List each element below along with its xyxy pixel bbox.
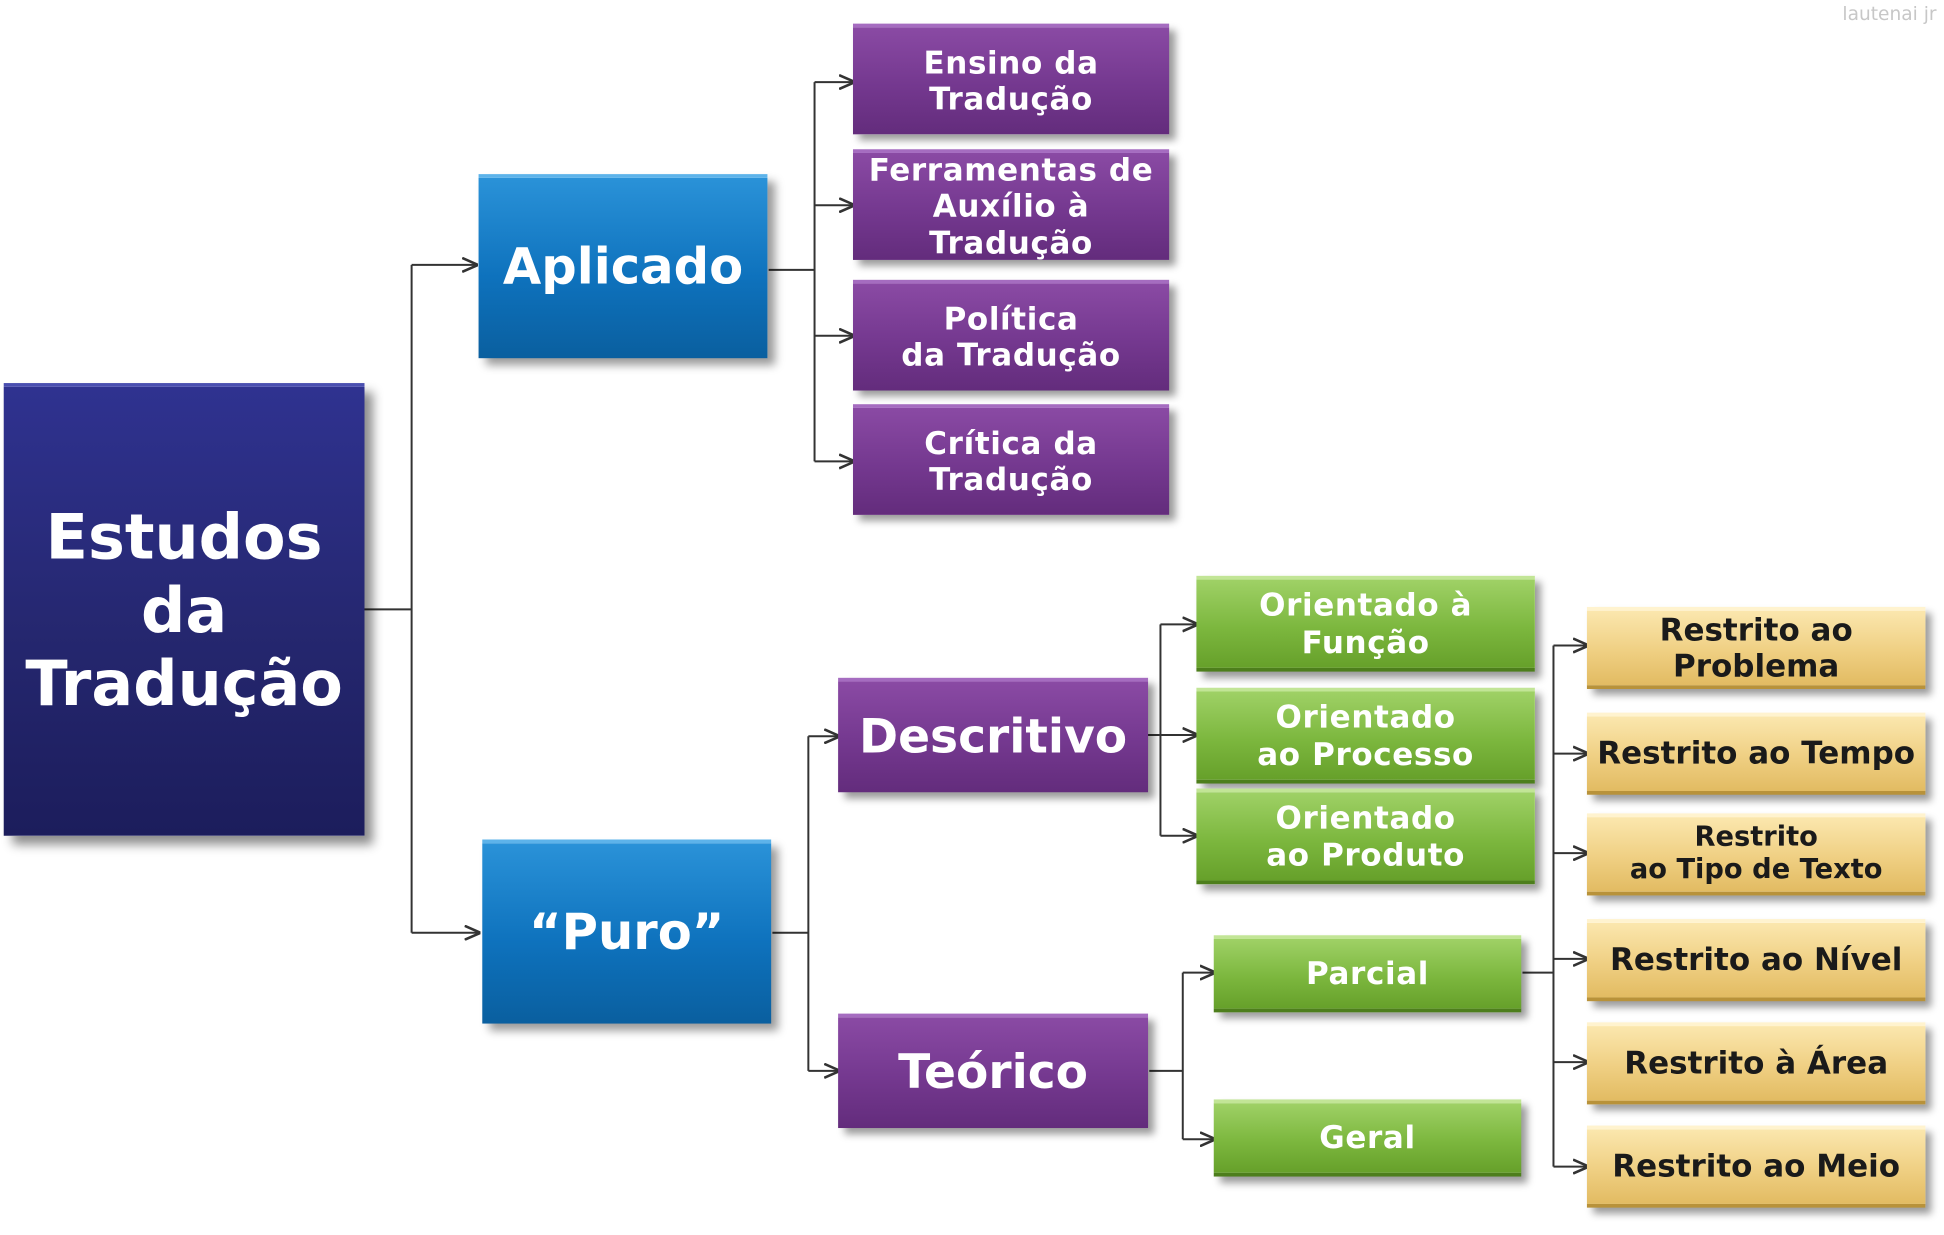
node-politica-da-traducao: Política da Tradução <box>852 279 1170 391</box>
node-teorico: Teórico <box>838 1013 1149 1129</box>
connector-parcial-trunk <box>1522 645 1555 1167</box>
node-ferramentas-de-auxilio: Ferramentas de Auxílio à Tradução <box>852 149 1170 261</box>
node-parcial: Parcial <box>1213 935 1522 1013</box>
node-orientado-ao-processo: Orientado ao Processo <box>1196 687 1535 784</box>
node-restrito-ao-tempo: Restrito ao Tempo <box>1586 712 1926 795</box>
credit-text: lautenai jr <box>1842 2 1937 25</box>
node-restrito-ao-nivel: Restrito ao Nível <box>1586 919 1926 1002</box>
connector-teorico-trunk <box>1149 972 1184 1140</box>
node-estudos-da-traducao: Estudos da Tradução <box>3 383 365 836</box>
node-restrito-ao-problema: Restrito ao Problema <box>1586 606 1926 690</box>
node-orientado-a-funcao: Orientado à Função <box>1196 575 1535 672</box>
node-restrito-ao-meio: Restrito ao Meio <box>1586 1125 1926 1208</box>
node-ensino-da-traducao: Ensino da Tradução <box>852 23 1170 135</box>
node-restrito-a-area: Restrito à Área <box>1586 1022 1926 1105</box>
node-puro: “Puro” <box>482 839 772 1024</box>
node-critica-da-traducao: Crítica da Tradução <box>852 404 1170 515</box>
connector-puro-trunk <box>772 736 810 1071</box>
node-aplicado: Aplicado <box>478 174 768 359</box>
connector-aplicado-trunk <box>768 82 816 462</box>
node-descritivo: Descritivo <box>838 677 1149 793</box>
node-orientado-ao-produto: Orientado ao Produto <box>1196 788 1535 885</box>
node-restrito-ao-tipo-de-texto: Restrito ao Tipo de Texto <box>1586 813 1926 896</box>
node-geral: Geral <box>1213 1099 1522 1177</box>
